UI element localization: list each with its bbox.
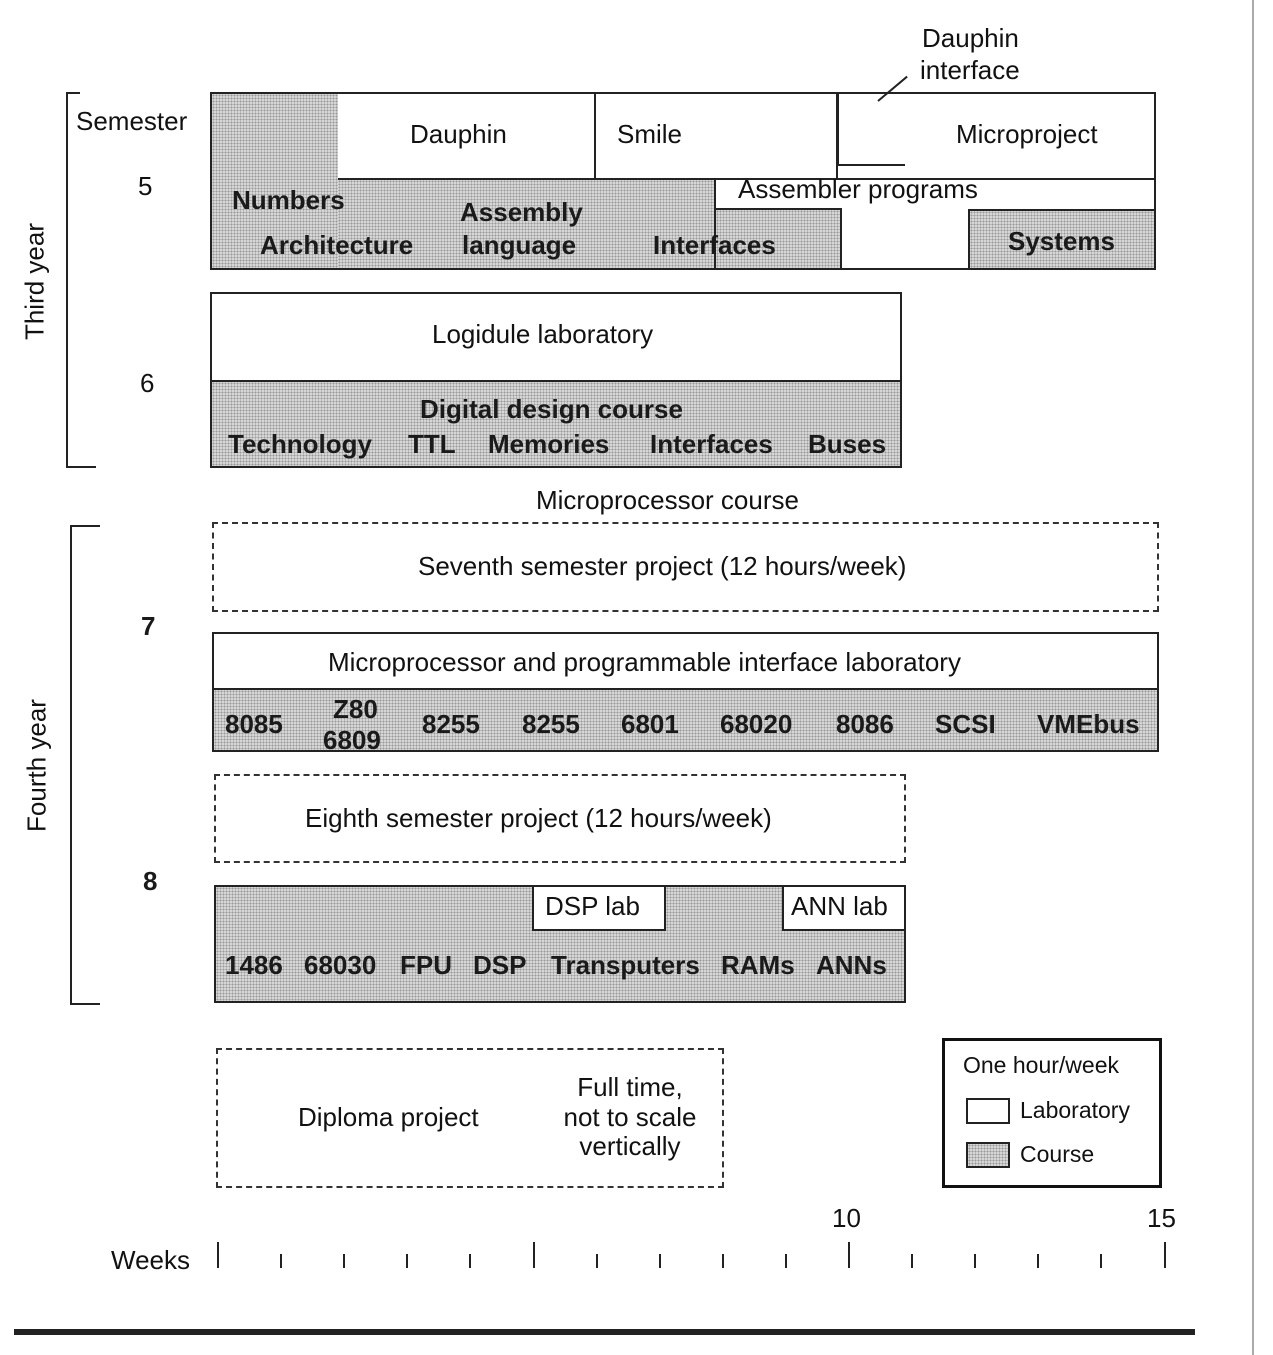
chip-scsi: SCSI bbox=[935, 709, 996, 739]
dauphin-label: Dauphin bbox=[410, 119, 507, 149]
legend-title: One hour/week bbox=[963, 1052, 1119, 1078]
sem6-topic-interfaces: Interfaces bbox=[650, 429, 773, 459]
week-tick bbox=[406, 1254, 408, 1268]
microprocessor-lab-label: Microprocessor and programmable interfac… bbox=[328, 647, 961, 677]
sem6-topic-buses: Buses bbox=[808, 429, 887, 459]
dauphin-interface-line1: Dauphin bbox=[922, 23, 1019, 53]
sem8-topic-fpu: FPU bbox=[400, 950, 452, 980]
chip-z80: Z80 bbox=[333, 694, 378, 724]
week-tick bbox=[722, 1254, 724, 1268]
microprocessor-course-label: Microprocessor course bbox=[536, 485, 799, 515]
week-tick bbox=[596, 1254, 598, 1268]
third-year-bracket-top bbox=[66, 92, 80, 94]
ann-lab-label: ANN lab bbox=[791, 891, 888, 921]
week-tick bbox=[533, 1242, 535, 1268]
dauphin-interface-line2: interface bbox=[920, 55, 1020, 85]
weeks-label: Weeks bbox=[111, 1245, 190, 1275]
dsp-lab-label: DSP lab bbox=[545, 891, 640, 921]
week-tick bbox=[343, 1254, 345, 1268]
legend-laboratory-label: Laboratory bbox=[1020, 1097, 1130, 1123]
numbers-label: Numbers bbox=[232, 185, 345, 215]
chip-68020: 68020 bbox=[720, 709, 793, 739]
legend-box bbox=[942, 1038, 1162, 1188]
sem8-topic-dsp: DSP bbox=[473, 950, 527, 980]
sem8-topic-rams: RAMs bbox=[721, 950, 795, 980]
eighth-semester-project bbox=[214, 774, 906, 863]
diploma-project bbox=[216, 1048, 724, 1188]
chip-8255-b: 8255 bbox=[522, 709, 580, 739]
chip-8085: 8085 bbox=[225, 709, 283, 739]
systems-label: Systems bbox=[1008, 226, 1115, 256]
week-tick bbox=[659, 1254, 661, 1268]
dauphin-lab bbox=[338, 92, 596, 180]
week-tick bbox=[785, 1254, 787, 1268]
microproject-lab bbox=[905, 92, 1156, 180]
dsp-lab bbox=[532, 885, 666, 931]
semester-5-number: 5 bbox=[138, 171, 153, 201]
week-tick bbox=[911, 1254, 913, 1268]
third-year-bracket bbox=[66, 92, 68, 468]
semester-label: Semester bbox=[76, 106, 188, 136]
chip-8086: 8086 bbox=[836, 709, 894, 739]
dauphin-interface-lab bbox=[837, 92, 907, 166]
microprocessor-chips-course bbox=[212, 688, 1159, 752]
bottom-rule bbox=[14, 1329, 1195, 1335]
legend-laboratory-swatch bbox=[966, 1098, 1010, 1124]
legend-course-swatch bbox=[966, 1142, 1010, 1168]
week-tick bbox=[1037, 1254, 1039, 1268]
diploma-note-line2: not to scale bbox=[563, 1102, 697, 1132]
eighth-project-label: Eighth semester project (12 hours/week) bbox=[305, 803, 772, 833]
sem6-topic-technology: Technology bbox=[228, 429, 372, 459]
microproject-label: Microproject bbox=[956, 119, 1098, 149]
fourth-year-bracket-top bbox=[70, 525, 100, 527]
diploma-project-label: Diploma project bbox=[298, 1102, 479, 1132]
third-year-label: Third year bbox=[19, 222, 50, 341]
sem5-bottom-line bbox=[210, 268, 1156, 270]
chip-6809: 6809 bbox=[323, 725, 381, 755]
systems-course-block bbox=[968, 209, 1156, 270]
chip-8255-a: 8255 bbox=[422, 709, 480, 739]
diploma-note-line1: Full time, bbox=[577, 1072, 683, 1102]
digital-design-label: Digital design course bbox=[420, 394, 683, 424]
language-label: language bbox=[462, 230, 577, 260]
fourth-year-bracket-bottom bbox=[70, 1003, 100, 1005]
sem8-topic-1486: 1486 bbox=[225, 950, 283, 980]
sem8-topic-anns: ANNs bbox=[816, 950, 887, 980]
sem5-course-block-left bbox=[210, 92, 340, 270]
week-tick bbox=[848, 1242, 850, 1268]
legend-course-label: Course bbox=[1020, 1141, 1095, 1167]
semester-8-number: 8 bbox=[143, 866, 158, 896]
interfaces-label: Interfaces bbox=[653, 230, 776, 260]
sem6-topic-memories: Memories bbox=[488, 429, 610, 459]
chip-6801: 6801 bbox=[621, 709, 679, 739]
sem6-topic-ttl: TTL bbox=[408, 429, 456, 459]
week-tick bbox=[974, 1254, 976, 1268]
right-edge-line bbox=[1252, 0, 1254, 1355]
smile-label: Smile bbox=[617, 119, 683, 149]
ann-lab bbox=[782, 885, 906, 931]
third-year-bracket-bottom bbox=[66, 466, 96, 468]
sem8-topic-transputers: Transputers bbox=[551, 950, 700, 980]
week-tick bbox=[469, 1254, 471, 1268]
fourth-year-bracket bbox=[70, 525, 72, 1005]
week-tick bbox=[280, 1254, 282, 1268]
semester-6-number: 6 bbox=[140, 368, 155, 398]
seventh-project-label: Seventh semester project (12 hours/week) bbox=[418, 551, 907, 581]
assembly-label: Assembly bbox=[460, 197, 583, 227]
chip-vmebus: VMEbus bbox=[1037, 709, 1140, 739]
week-tick bbox=[1164, 1242, 1166, 1268]
semester-7-number: 7 bbox=[141, 611, 156, 641]
tick-label-10: 10 bbox=[832, 1203, 861, 1233]
architecture-label: Architecture bbox=[260, 230, 414, 260]
tick-label-15: 15 bbox=[1147, 1203, 1176, 1233]
diploma-note-line3: vertically bbox=[579, 1131, 681, 1161]
week-tick bbox=[217, 1242, 219, 1268]
assembler-programs-label: Assembler programs bbox=[738, 174, 978, 204]
fourth-year-label: Fourth year bbox=[21, 699, 52, 832]
week-tick bbox=[1100, 1254, 1102, 1268]
digital-design-course bbox=[210, 380, 902, 468]
logidule-label: Logidule laboratory bbox=[432, 319, 654, 349]
sem8-topic-68030: 68030 bbox=[304, 950, 377, 980]
seventh-semester-project bbox=[212, 522, 1159, 612]
